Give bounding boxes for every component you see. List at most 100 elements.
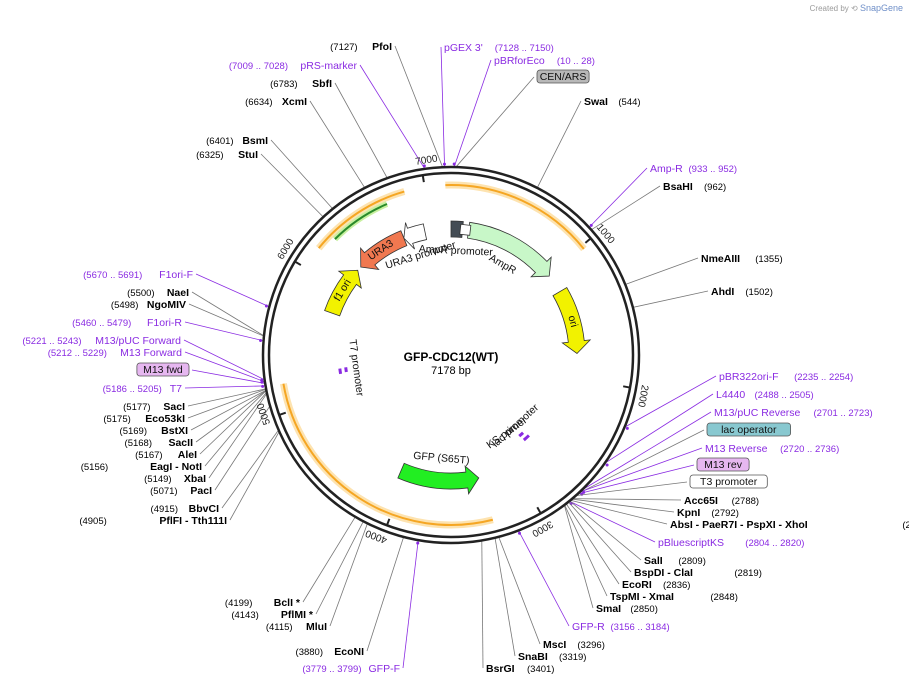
label-number: (933 .. 952) bbox=[689, 164, 738, 175]
label-name: AbsI - PaeR7I - PspXI - XhoI bbox=[670, 519, 808, 531]
label-name: pBluescriptKS bbox=[658, 537, 724, 549]
label-number: (6783) bbox=[270, 79, 297, 90]
orf-arc bbox=[445, 184, 585, 250]
label-gfp-f: GFP-F(3779 .. 3799) bbox=[302, 663, 400, 675]
label-cen-ars: CEN/ARS bbox=[536, 69, 590, 84]
label-eco53ki: Eco53kI(5175) bbox=[103, 413, 185, 425]
label-pbluescriptks: pBluescriptKS (2804 .. 2820) bbox=[658, 537, 804, 549]
label-paci: PacI(5071) bbox=[150, 485, 212, 497]
label-name: F1ori-F bbox=[159, 269, 193, 281]
leader-line bbox=[187, 388, 267, 407]
leader-line bbox=[188, 303, 265, 337]
leader-line bbox=[315, 521, 364, 615]
leader-line bbox=[577, 464, 695, 495]
inner-label-t7-promoter: T7 promoter bbox=[346, 339, 366, 398]
label-name: AleI bbox=[178, 449, 197, 461]
leader-line bbox=[302, 516, 356, 603]
label-snabi: SnaBI(3319) bbox=[518, 651, 586, 663]
label-number: (4915) bbox=[151, 504, 178, 515]
label-number: (2804 .. 2820) bbox=[745, 538, 804, 549]
tick-label: 3000 bbox=[530, 518, 555, 539]
label-number: (3401) bbox=[527, 664, 554, 675]
plasmid-length: 7178 bp bbox=[431, 365, 471, 377]
feature-marker bbox=[442, 162, 446, 166]
label-number: (6325) bbox=[196, 150, 223, 161]
leader-line bbox=[402, 540, 419, 669]
label-name: GFP-F bbox=[369, 663, 401, 675]
tick-mark bbox=[278, 411, 287, 416]
label-box bbox=[136, 362, 190, 377]
leader-line bbox=[260, 153, 324, 218]
leader-line bbox=[570, 499, 668, 525]
leader-line bbox=[329, 523, 368, 627]
leader-line bbox=[208, 393, 268, 479]
label-ecori: EcoRI(2836) bbox=[622, 579, 690, 591]
label-bsrgi: BsrGI(3401) bbox=[486, 663, 554, 675]
label-number: (5168) bbox=[125, 438, 152, 449]
backbone-inner bbox=[267, 171, 635, 539]
label-name: BclI * bbox=[274, 597, 301, 609]
label-naei: NaeI(5500) bbox=[127, 287, 189, 299]
label-number: (2803) bbox=[902, 520, 909, 531]
label-absi-paer7i-pspxi-xhoi: AbsI - PaeR7I - PspXI - XhoI (2803) bbox=[670, 519, 909, 531]
label-number: (2850) bbox=[630, 604, 657, 615]
label-number: (5175) bbox=[103, 414, 130, 425]
label-name: XbaI bbox=[184, 473, 206, 485]
label-t3-promoter: T3 promoter bbox=[689, 474, 768, 489]
leader-line bbox=[578, 429, 705, 494]
leader-line bbox=[195, 389, 267, 443]
snapgene-logo-icon: ⟲ bbox=[851, 4, 858, 13]
label-f1ori-r: F1ori-R(5460 .. 5479) bbox=[72, 317, 182, 329]
label-name: T7 bbox=[170, 383, 182, 395]
label-m13-reverse: M13 Reverse(2720 .. 2736) bbox=[705, 443, 839, 455]
label-number: (5670 .. 5691) bbox=[83, 270, 142, 281]
label-eagi-noti: EagI - NotI(5156) bbox=[81, 461, 202, 473]
leader-line bbox=[563, 504, 594, 609]
label-t7: T7(5186 .. 5205) bbox=[103, 383, 183, 395]
leader-line bbox=[632, 290, 709, 308]
label-number: (4143) bbox=[231, 610, 258, 621]
leader-line bbox=[572, 498, 682, 501]
primer-bind-site bbox=[344, 367, 348, 373]
label-name: SmaI bbox=[596, 603, 621, 615]
label-number: (5212 .. 5229) bbox=[48, 348, 107, 359]
label-number: (1355) bbox=[755, 254, 782, 265]
label-prs-marker: pRS-marker(7009 .. 7028) bbox=[229, 60, 358, 72]
primer-bind-site bbox=[522, 434, 530, 442]
label-msci: MscI(3296) bbox=[543, 639, 605, 651]
feature-marker bbox=[517, 531, 521, 535]
feature-marker bbox=[261, 384, 265, 388]
leader-line bbox=[183, 339, 265, 381]
feature-marker bbox=[605, 463, 609, 467]
label-number: (5169) bbox=[120, 426, 147, 437]
label-tspmi-xmai: TspMI - XmaI(2848) bbox=[610, 591, 738, 603]
label-number: (6634) bbox=[245, 97, 272, 108]
label-box bbox=[536, 69, 590, 84]
label-number: (5177) bbox=[123, 402, 150, 413]
label-number: (2848) bbox=[710, 592, 737, 603]
label-xbai: XbaI(5149) bbox=[144, 473, 206, 485]
leader-line bbox=[191, 291, 265, 337]
label-swai: SwaI(544) bbox=[584, 96, 641, 108]
leader-line bbox=[453, 59, 492, 168]
leader-line bbox=[569, 500, 642, 561]
label-name: L4440 bbox=[716, 389, 745, 401]
leader-lines bbox=[183, 45, 717, 669]
label-number: (4199) bbox=[225, 598, 252, 609]
label-name: SnaBI bbox=[518, 651, 548, 663]
label-name: BbvCI bbox=[189, 503, 219, 515]
label-pflfi-tth111i: PflFI - Tth111I(4905) bbox=[79, 515, 227, 527]
leader-line bbox=[199, 390, 267, 455]
label-bsmi: BsmI(6401) bbox=[206, 135, 268, 147]
label-name: SbfI bbox=[312, 78, 332, 90]
label-name: pBRforEco bbox=[494, 55, 545, 67]
tick-label: 1000 bbox=[594, 222, 617, 246]
label-name: F1ori-R bbox=[147, 317, 182, 329]
leader-line bbox=[588, 167, 648, 228]
leader-line bbox=[568, 501, 632, 573]
ura3-orf-arc bbox=[334, 203, 388, 240]
label-name: PflMI * bbox=[281, 609, 314, 621]
leader-line bbox=[366, 536, 405, 652]
label-number: (3296) bbox=[577, 640, 604, 651]
label-xcmi: XcmI(6634) bbox=[245, 96, 307, 108]
